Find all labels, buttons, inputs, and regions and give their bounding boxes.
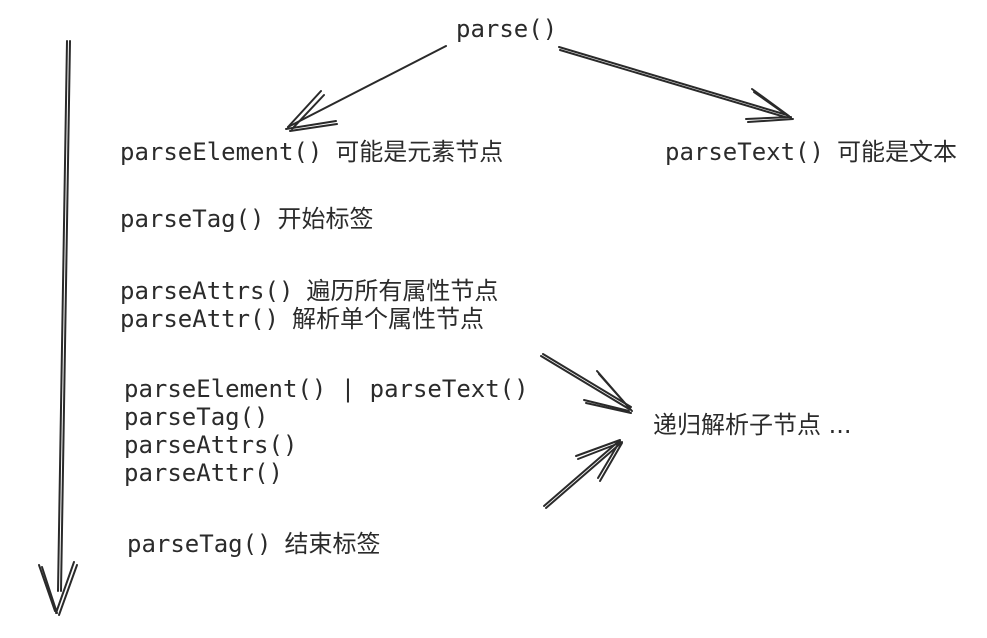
parse-text-code: parseText() [665,138,824,166]
node-children-block: parseElement() | parseText() parseTag() … [124,375,529,487]
children-line-2: parseTag() [124,403,269,431]
node-parse-tag-open: parseTag() 开始标签 [120,205,374,234]
arrow-parse-to-text [558,46,794,123]
node-parse-attrs: parseAttrs() 遍历所有属性节点 [120,277,498,306]
node-parse-text: parseText() 可能是文本 [665,138,957,167]
parse-element-note: 可能是元素节点 [335,138,504,166]
node-parse: parse() [456,15,558,43]
node-parse-element: parseElement() 可能是元素节点 [120,138,503,167]
children-line-3: parseAttrs() [124,431,298,459]
node-parse-attr: parseAttr() 解析单个属性节点 [120,305,484,334]
arrow-children-to-recursion-upper [540,353,633,414]
arrow-parse-to-element [285,45,447,132]
children-line-4: parseAttr() [124,459,283,487]
node-parse-tag-close: parseTag() 结束标签 [127,530,381,559]
flow-down-arrow [38,40,78,616]
parse-tag-close-note: 结束标签 [284,530,381,558]
parse-tag-open-note: 开始标签 [277,205,374,233]
arrow-children-to-recursion-lower [543,439,623,509]
node-recursion: 递归解析子节点 ... [653,411,852,440]
recursion-note: 递归解析子节点 ... [653,411,852,439]
parse-tag-open-code: parseTag() [120,205,265,233]
parse-attr-code: parseAttr() [120,305,279,333]
parse-text-note: 可能是文本 [836,138,957,166]
parse-attrs-code: parseAttrs() [120,277,294,305]
parse-attr-note: 解析单个属性节点 [291,305,484,333]
parse-attrs-note: 遍历所有属性节点 [306,277,499,305]
parse-element-code: parseElement() [120,138,323,166]
parse-tag-close-code: parseTag() [127,530,272,558]
children-line-1: parseElement() | parseText() [124,375,529,403]
